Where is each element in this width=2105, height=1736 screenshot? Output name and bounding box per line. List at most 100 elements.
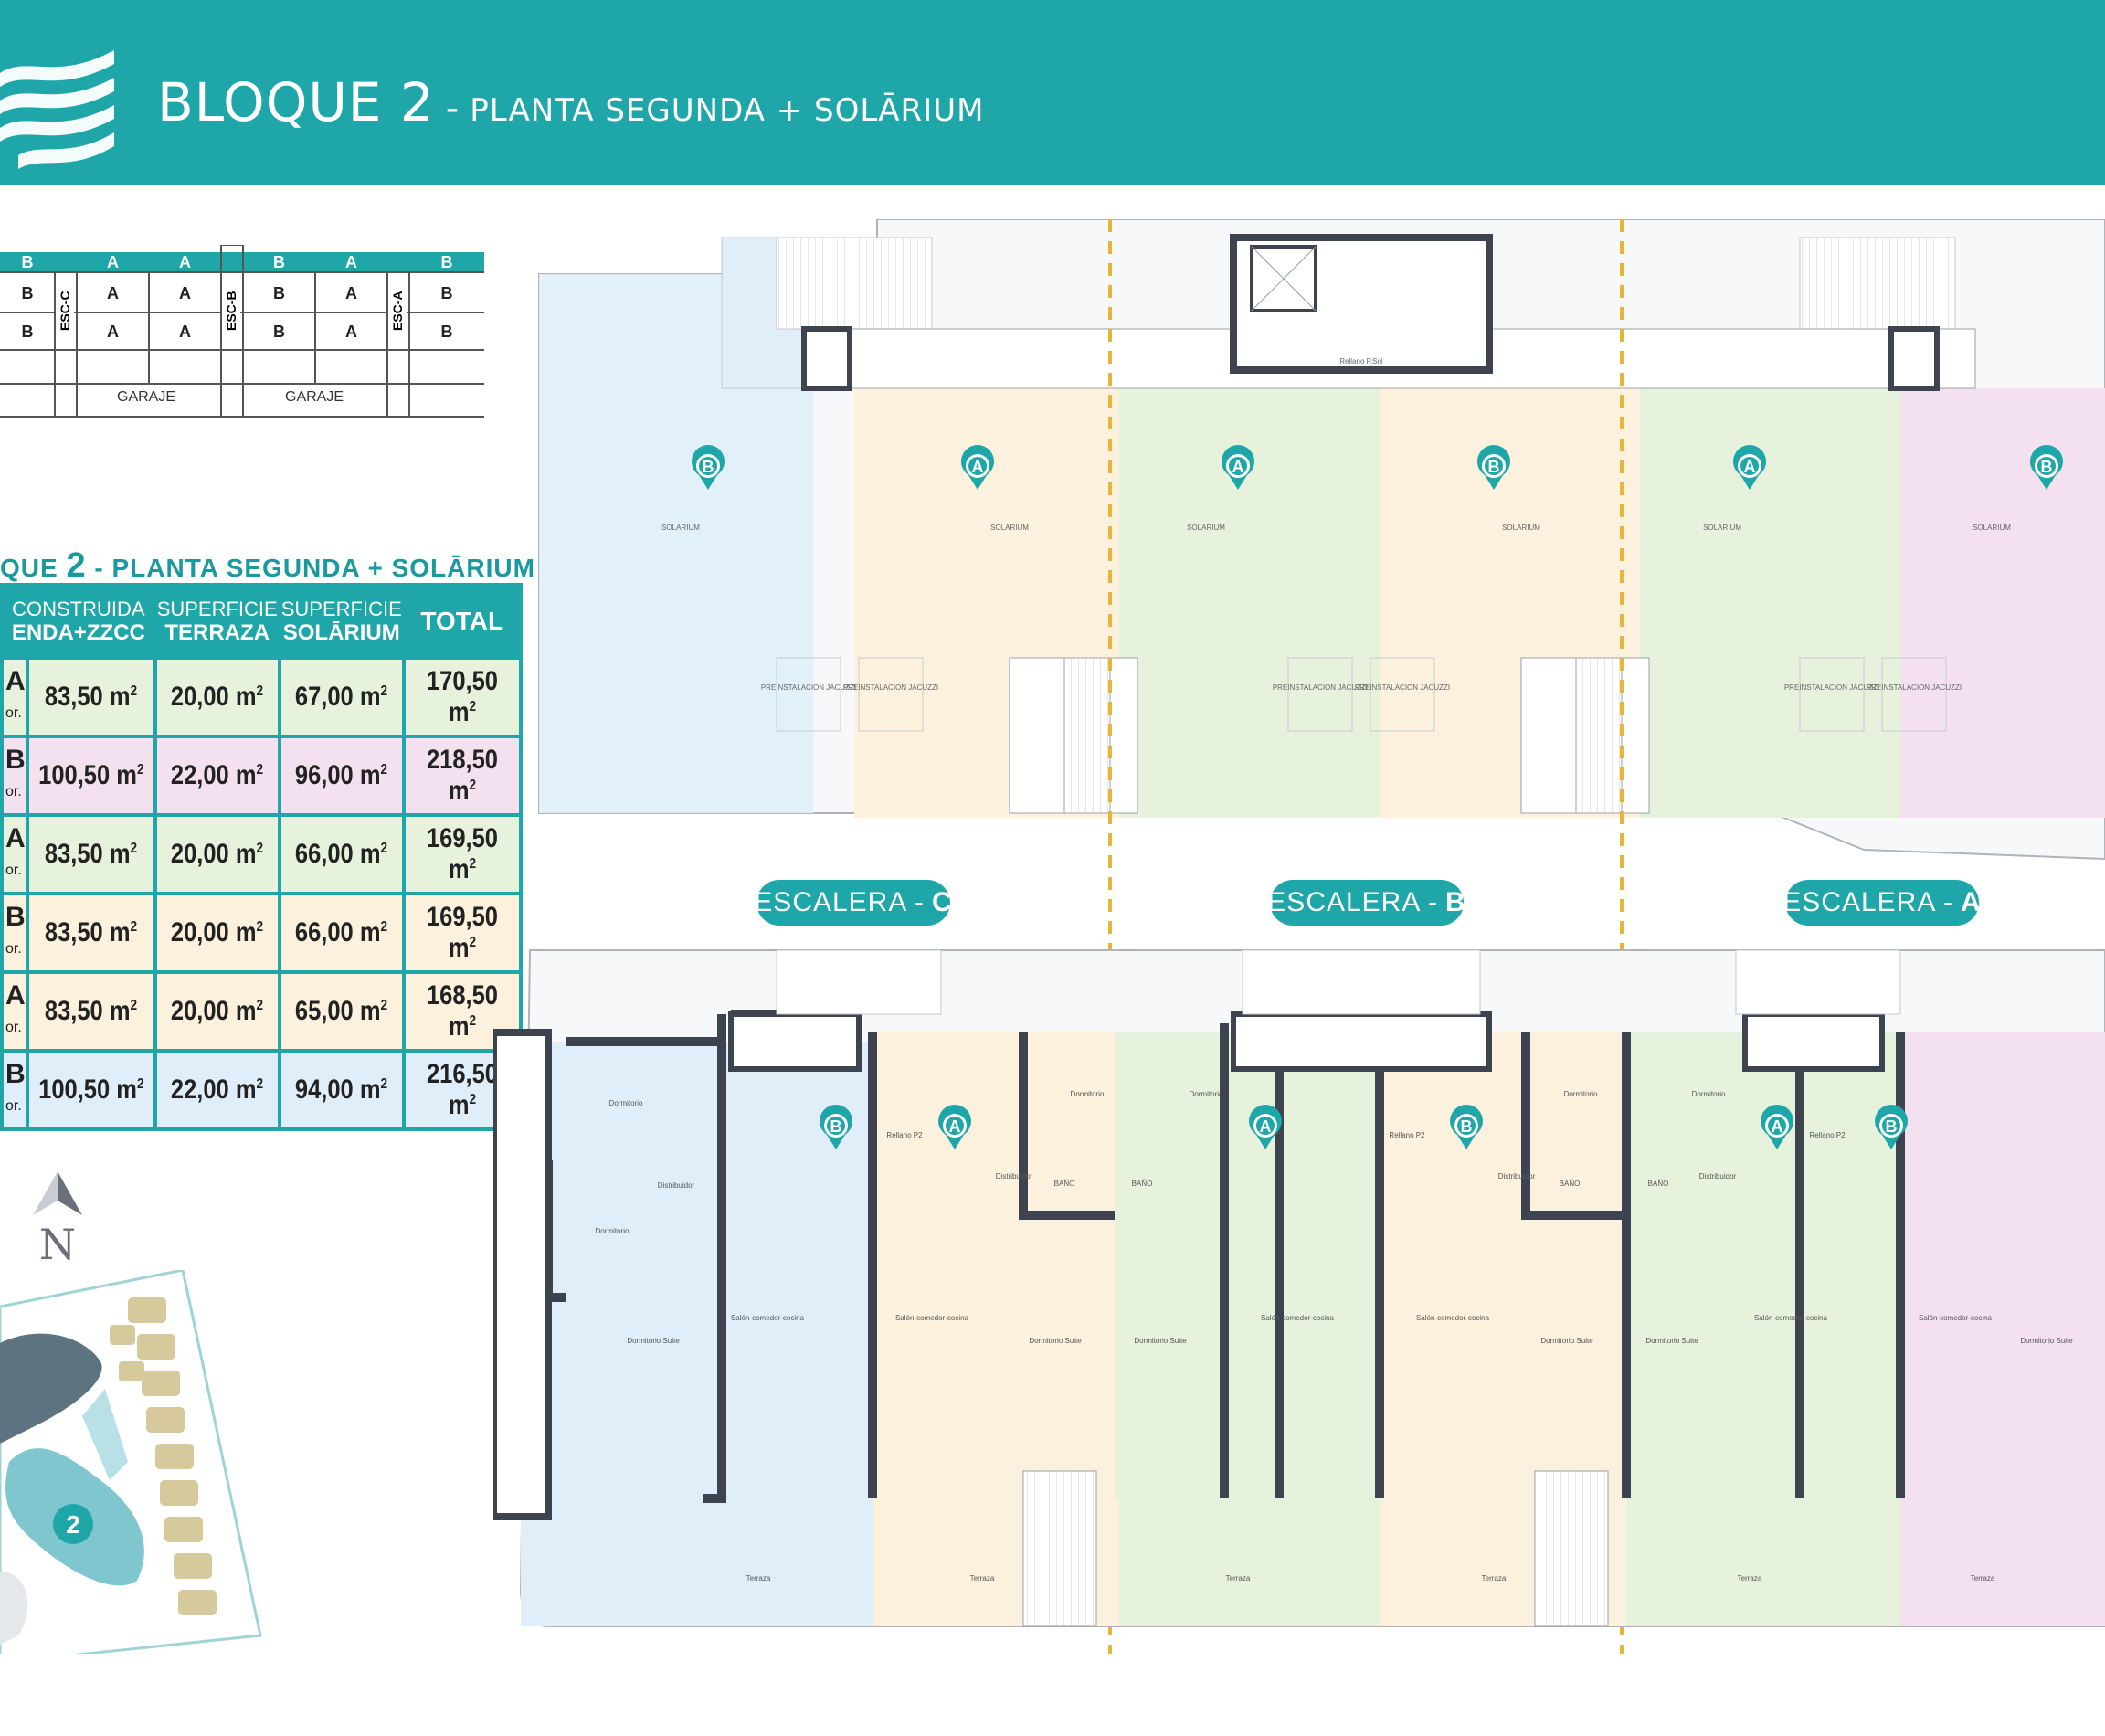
- rellano-label-1: Rellano P2: [886, 1131, 923, 1139]
- th-total: TOTAL: [401, 583, 523, 660]
- header-bar: BLOQUE 2-PLANTA SEGUNDA + SOLĀRIUM: [0, 0, 2105, 185]
- cell-terraza: 20,00 m2: [153, 656, 281, 738]
- salon-label-1: Salón-comedor-cocina: [731, 1314, 805, 1322]
- unit-marker-top-1-label: B: [703, 458, 714, 476]
- cell-solarium: 65,00 m2: [277, 970, 406, 1053]
- solarium-label-2: SOLARIUM: [990, 524, 1029, 532]
- stack-r1-6: B: [440, 283, 453, 302]
- jacuzzi-label-6: PREINSTALACION JACUZZI: [1867, 683, 1962, 692]
- stack-header-2: A: [107, 252, 119, 271]
- unit-marker-top-3-label: A: [1232, 458, 1244, 476]
- stack-esc-a: ESC-A: [388, 274, 407, 347]
- cell-terraza: 20,00 m2: [153, 813, 281, 895]
- site-location-map: 2: [0, 1270, 262, 1654]
- stack-garaje-2: GARAJE: [285, 389, 344, 405]
- unit-marker-bottom-3-label: A: [1260, 1117, 1272, 1136]
- stack-r2-5: A: [345, 322, 357, 341]
- dormitorio-label-2: Dormitorio: [596, 1227, 629, 1235]
- apt-a-1: [873, 1032, 1115, 1498]
- table-title: QUE 2 - PLANTA SEGUNDA + SOLĀRIUM: [0, 546, 535, 586]
- table-title-rest: - PLANTA SEGUNDA + SOLĀRIUM: [86, 554, 535, 582]
- unit-marker-top-6-label: B: [2041, 458, 2053, 476]
- second-floor-plan: Salón-comedor-cocina Salón-comedor-cocin…: [493, 949, 2105, 1627]
- suite-label-2: Dormitorio Suite: [1029, 1337, 1082, 1345]
- terraza-label-4: Terraza: [1482, 1574, 1507, 1583]
- unit-marker-top-5: A: [1732, 445, 1766, 490]
- stack-r2-2: A: [107, 322, 119, 341]
- jacuzzi-label-2: PREINSTALACION JACUZZI: [843, 683, 938, 692]
- site-block-label: 2: [66, 1510, 80, 1539]
- north-arrow-icon: N: [33, 1171, 82, 1268]
- suite-label-1: Dormitorio Suite: [627, 1337, 680, 1345]
- block-stacking-diagram: B A A B A B B A A B A B B A A B A B ESC-…: [0, 245, 484, 418]
- cell-terraza: 22,00 m2: [153, 735, 281, 817]
- cell-solarium: 66,00 m2: [277, 813, 406, 895]
- salon-label-6: Salón-comedor-cocina: [1919, 1314, 1993, 1322]
- terraza-label-2: Terraza: [970, 1574, 995, 1583]
- stack-esc-c: ESC-C: [56, 274, 74, 347]
- stack-r2-4: B: [273, 322, 285, 341]
- unit-marker-bottom-2-label: A: [949, 1117, 961, 1136]
- distribuidor-label-3: Distribuidor: [1498, 1172, 1536, 1180]
- stack-r2-3: A: [179, 322, 191, 341]
- solarium-label-6: SOLARIUM: [1973, 524, 2011, 532]
- stack-r1-5: A: [345, 283, 357, 302]
- dormitorio-label-5: Dormitorio: [1564, 1090, 1598, 1098]
- solarium-plan: SOLARIUM SOLARIUM SOLARIUM SOLARIUM SOLA…: [538, 219, 2105, 861]
- cell-construida: 83,50 m2: [26, 813, 157, 895]
- dormitorio-label-4: Dormitorio: [1190, 1090, 1223, 1098]
- unit-marker-bottom-1-label: B: [830, 1117, 842, 1136]
- title-subtitle: PLANTA SEGUNDA + SOLĀRIUM: [470, 92, 985, 129]
- stack-esc-b: ESC-B: [222, 274, 240, 347]
- cell-terraza: 20,00 m2: [153, 892, 281, 974]
- jacuzzi-label-3: PREINSTALACION JACUZZI: [1273, 683, 1368, 692]
- title-main: BLOQUE 2: [157, 71, 435, 133]
- terraza-label-5: Terraza: [1738, 1574, 1762, 1583]
- apt-b-right: [1900, 1032, 2105, 1498]
- unit-marker-top-2-label: A: [972, 458, 984, 476]
- apt-b-left: [548, 1042, 873, 1498]
- solarium-zone-a3: [1640, 388, 1900, 818]
- cell-construida: 100,50 m2: [26, 1049, 157, 1131]
- stack-garaje-1: GARAJE: [117, 389, 176, 405]
- unit-marker-bottom-5: A: [1761, 1105, 1793, 1149]
- solarium-zone-b3: [1900, 388, 2105, 818]
- solarium-label-4: SOLARIUM: [1502, 524, 1540, 532]
- cell-solarium: 66,00 m2: [277, 892, 406, 974]
- unit-marker-top-1: B: [692, 445, 725, 490]
- stacking-grid: [0, 245, 484, 418]
- unit-marker-top-6: B: [2030, 445, 2063, 490]
- escalera-a-badge: ESCALERA -A: [1782, 880, 1981, 926]
- unit-marker-top-4-label: B: [1488, 458, 1500, 476]
- stack-r1-2: A: [107, 283, 119, 302]
- suite-label-3: Dormitorio Suite: [1134, 1337, 1187, 1345]
- escalera-b-badge: ESCALERA -B: [1267, 880, 1465, 926]
- cell-terraza: 22,00 m2: [153, 1049, 281, 1131]
- suite-label-6: Dormitorio Suite: [2020, 1337, 2073, 1345]
- suite-label-4: Dormitorio Suite: [1540, 1337, 1593, 1345]
- unit-marker-bottom-6-label: B: [1886, 1117, 1898, 1136]
- stack-r1-3: A: [179, 283, 191, 302]
- bano-label-1: BAÑO: [1054, 1180, 1075, 1188]
- solarium-label-3: SOLARIUM: [1187, 524, 1225, 532]
- apt-a-2: [1115, 1032, 1380, 1498]
- salon-label-5: Salón-comedor-cocina: [1754, 1314, 1828, 1322]
- bano-label-4: BAÑO: [1648, 1180, 1669, 1188]
- cell-total: 218,50 m2: [401, 735, 523, 817]
- dormitorio-label-3: Dormitorio: [1071, 1090, 1105, 1098]
- terraza-label-1: Terraza: [746, 1574, 771, 1583]
- unit-marker-top-2: A: [961, 445, 994, 490]
- unit-marker-bottom-4-label: B: [1461, 1117, 1473, 1136]
- unit-marker-bottom-5-label: A: [1772, 1117, 1783, 1136]
- solarium-label-1: SOLARIUM: [661, 524, 700, 532]
